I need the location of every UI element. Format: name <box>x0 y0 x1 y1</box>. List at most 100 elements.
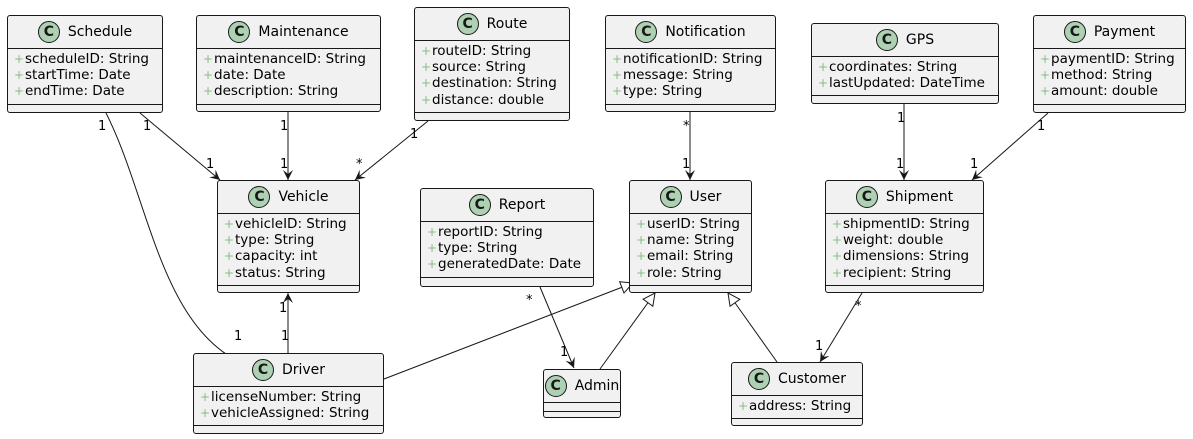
mult-report-admin-to: 1 <box>560 345 569 360</box>
mult-payment-shipment-from: 1 <box>1037 119 1046 134</box>
public-visibility-icon: + <box>200 406 211 421</box>
public-visibility-icon: + <box>1040 68 1051 83</box>
public-visibility-icon: + <box>14 52 25 66</box>
public-visibility-icon: + <box>1040 84 1051 99</box>
attribute: endTime: Date <box>25 83 125 100</box>
generalization-driver-user <box>383 283 633 380</box>
mult-notification-user-to: 1 <box>682 157 691 172</box>
mult-schedule-driver-to: 1 <box>234 329 243 344</box>
attribute: type: String <box>438 240 518 257</box>
attribute: dimensions: String <box>843 248 970 265</box>
attribute: description: String <box>214 83 339 100</box>
mult-maintenance-vehicle-from: 1 <box>280 119 289 134</box>
assoc-schedule-driver <box>105 112 249 367</box>
public-visibility-icon: + <box>738 399 749 413</box>
public-visibility-icon: + <box>612 52 623 66</box>
mult-route-vehicle-to: * <box>356 157 363 172</box>
mult-driver-vehicle-to: 1 <box>279 301 288 316</box>
attribute: reportID: String <box>438 224 543 240</box>
mult-schedule-driver-from: 1 <box>98 119 107 134</box>
mult-notification-user-from: * <box>683 119 690 134</box>
class-icon: C <box>456 13 479 35</box>
class-icon: C <box>544 375 567 397</box>
attribute: notificationID: String <box>623 51 763 67</box>
attribute: scheduleID: String <box>25 51 150 67</box>
class-name: Payment <box>1093 24 1156 40</box>
public-visibility-icon: + <box>832 233 843 248</box>
class-icon: C <box>228 21 251 43</box>
class-admin[interactable]: C Admin <box>543 369 621 418</box>
generalization-admin-user <box>599 293 655 370</box>
public-visibility-icon: + <box>224 233 235 248</box>
attribute: date: Date <box>214 67 286 84</box>
class-name: Report <box>498 197 546 213</box>
class-icon: C <box>251 359 274 381</box>
public-visibility-icon: + <box>832 217 843 231</box>
public-visibility-icon: + <box>14 68 25 83</box>
assoc-shipment-customer <box>819 292 863 363</box>
public-visibility-icon: + <box>14 84 25 99</box>
attribute: capacity: int <box>235 248 318 265</box>
class-icon: C <box>468 194 491 216</box>
generalization-customer-user <box>728 293 778 363</box>
attribute: recipient: String <box>843 264 952 281</box>
mult-maintenance-vehicle-to: 1 <box>280 157 289 172</box>
public-visibility-icon: + <box>421 60 432 75</box>
class-icon: C <box>248 186 271 208</box>
mult-payment-shipment-to: 1 <box>970 157 979 172</box>
mult-shipment-customer-to: 1 <box>815 339 824 354</box>
attribute: licenseNumber: String <box>211 389 362 405</box>
class-name: Admin <box>574 378 620 394</box>
public-visibility-icon: + <box>224 217 235 231</box>
mult-shipment-customer-from: * <box>855 299 862 314</box>
mult-gps-shipment-from: 1 <box>897 111 906 126</box>
public-visibility-icon: + <box>832 249 843 264</box>
class-name: Notification <box>665 24 746 40</box>
public-visibility-icon: + <box>818 60 829 74</box>
public-visibility-icon: + <box>200 390 211 404</box>
class-name: Maintenance <box>258 24 349 40</box>
public-visibility-icon: + <box>427 241 438 256</box>
mult-schedule-vehicle-to: 1 <box>206 157 215 172</box>
public-visibility-icon: + <box>1040 52 1051 66</box>
attribute: type: String <box>623 83 703 100</box>
mult-report-admin-from: * <box>526 293 533 308</box>
class-icon: C <box>659 186 682 208</box>
public-visibility-icon: + <box>427 225 438 239</box>
attribute: message: String <box>623 67 733 84</box>
public-visibility-icon: + <box>612 68 623 83</box>
public-visibility-icon: + <box>203 68 214 83</box>
attribute: paymentID: String <box>1051 51 1175 67</box>
mult-route-vehicle-from: 1 <box>410 127 419 142</box>
attribute: vehicleID: String <box>235 216 347 232</box>
class-icon: C <box>37 21 60 43</box>
public-visibility-icon: + <box>636 217 647 231</box>
class-name: Route <box>486 16 528 32</box>
public-visibility-icon: + <box>427 257 438 272</box>
class-name: GPS <box>905 32 935 48</box>
attribute: lastUpdated: DateTime <box>829 75 985 92</box>
public-visibility-icon: + <box>421 92 432 107</box>
public-visibility-icon: + <box>224 249 235 264</box>
class-icon: C <box>747 368 770 390</box>
class-name: Vehicle <box>278 189 329 205</box>
assoc-payment-shipment <box>971 112 1049 181</box>
attribute: shipmentID: String <box>843 216 970 232</box>
public-visibility-icon: + <box>421 44 432 58</box>
public-visibility-icon: + <box>636 249 647 264</box>
attribute: role: String <box>647 264 722 281</box>
public-visibility-icon: + <box>421 76 432 91</box>
